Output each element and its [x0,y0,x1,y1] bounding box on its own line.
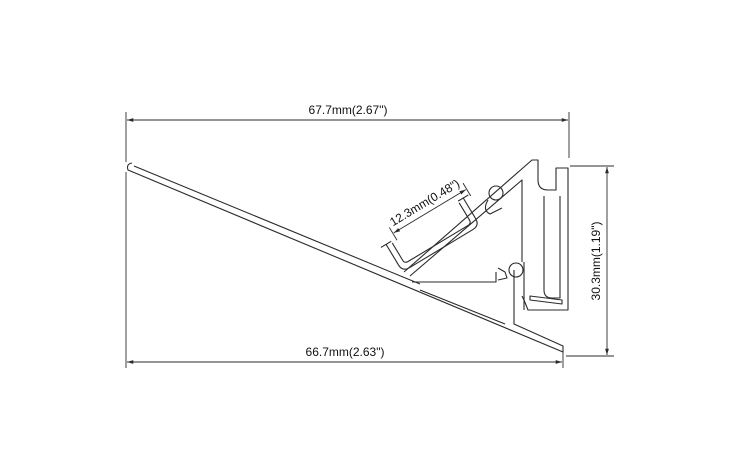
bottom-width-label: 66.7mm(2.63") [306,345,385,359]
diffuser-left-tick [388,227,398,241]
height-label: 30.3mm(1.19") [589,222,603,301]
top-width-dimension: 67.7mm(2.67") [125,103,570,162]
profile-floor [412,272,497,283]
screw-boss-top [488,185,504,201]
diffuser-channel-inner [391,202,471,263]
screw-boss-bottom-lip [497,267,508,281]
diffuser-width-label: 12.3mm(0.48") [387,176,462,229]
diffuser-right-tick [462,182,472,197]
bottom-width-dimension: 66.7mm(2.63") [125,172,564,368]
diffuser-channel-outer [385,197,478,270]
diffuser-lens [380,194,478,270]
diffuser-width-dimension: 12.3mm(0.48") [387,176,472,241]
profile-channel-lip [529,295,563,305]
diffuser-clip-tabs [380,194,469,248]
profile-inner-slope [133,165,421,285]
top-width-label: 67.7mm(2.67") [309,103,388,117]
profile-outer-slope [126,162,564,353]
diffuser-width-arrow [393,189,467,234]
profile-body-inner-top [409,179,523,277]
height-dimension: 30.3mm(1.19") [566,165,614,357]
screw-boss-top-lip [484,199,503,215]
aluminum-profile [126,159,569,353]
profile-right-channel [543,196,561,299]
profile-body-outer [403,159,569,311]
screw-boss-bottom [508,262,524,278]
profile-lower-slope [419,289,506,325]
